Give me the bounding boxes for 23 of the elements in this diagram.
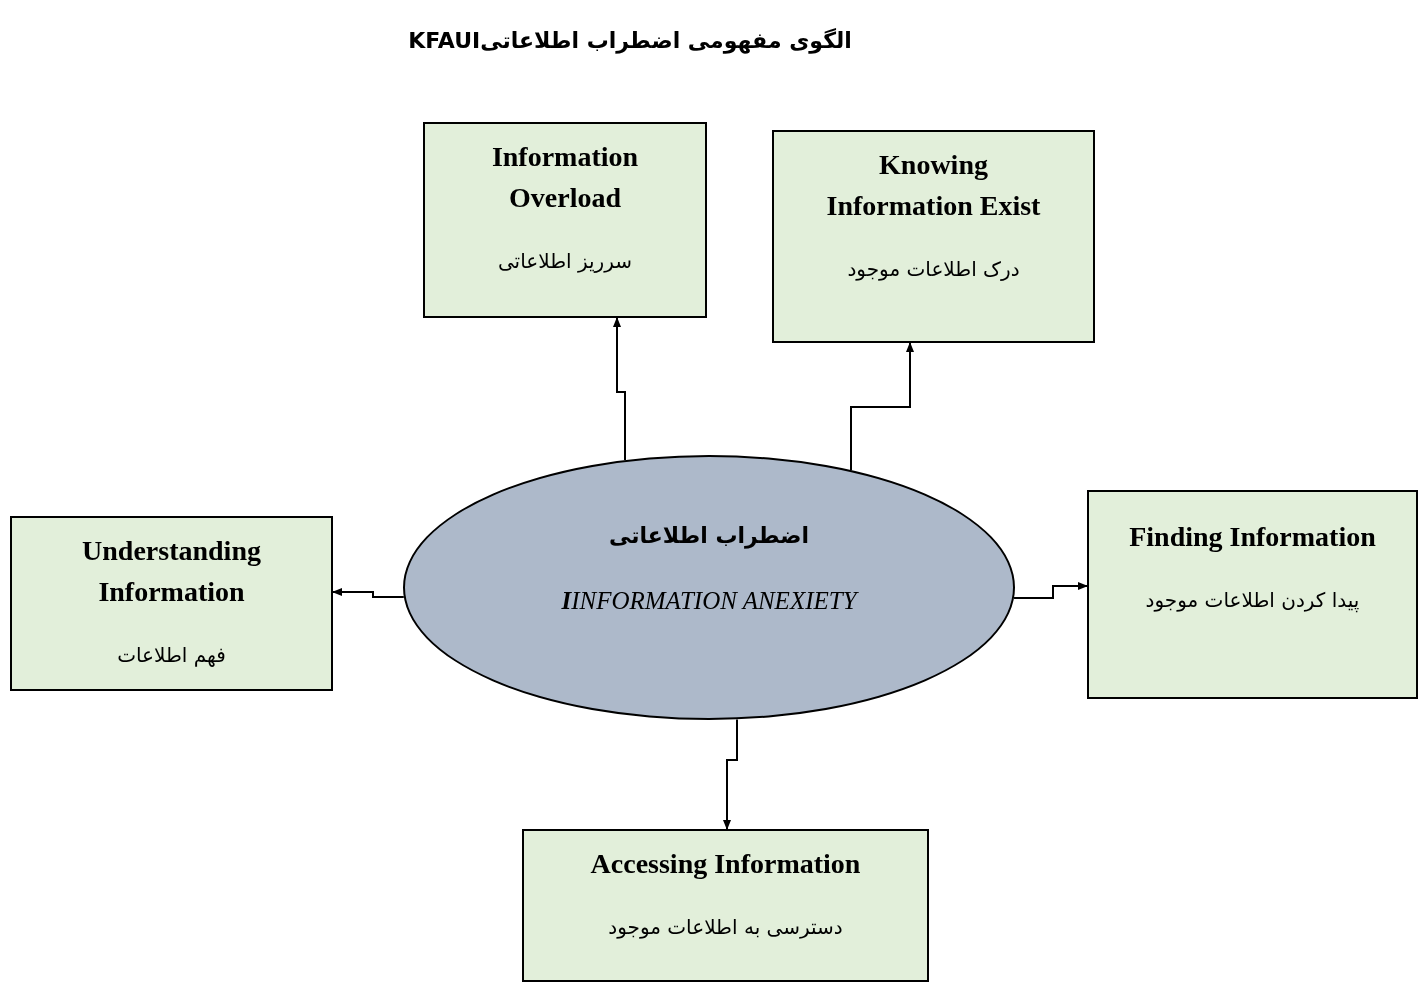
concept-title: اضطراب اطلاعاتی [609,522,809,551]
box-heading: Information Overload [490,140,640,215]
box-heading: Finding Information [1128,520,1377,554]
box-subtitle: درک اطلاعات موجود [846,256,1021,283]
box-heading: Knowing Information Exist [825,148,1042,223]
box-heading: Accessing Information [589,847,862,881]
concept-box [772,130,1095,343]
diagram-title: الگوی مفهومی اضطراب اطلاعاتیKFAUI [407,30,853,52]
box-subtitle: فهم اطلاعات [116,642,227,669]
concept-box [522,829,929,982]
arrow [723,718,738,830]
concept-box [10,516,333,691]
box-heading: Understanding Information [81,534,262,609]
concept-box [423,122,707,318]
box-subtitle: سرریز اطلاعاتی [496,248,634,275]
arrow [1013,582,1088,599]
concept-box [1087,490,1418,699]
arrow [613,317,626,462]
arrow [332,588,405,598]
concept-subtitle: IINFORMATION ANEXIETY [561,586,857,616]
box-subtitle: پیدا کردن اطلاعات موجود [1144,587,1361,615]
box-subtitle: دسترسی به اطلاعات موجود [607,914,844,941]
arrow [850,342,914,472]
